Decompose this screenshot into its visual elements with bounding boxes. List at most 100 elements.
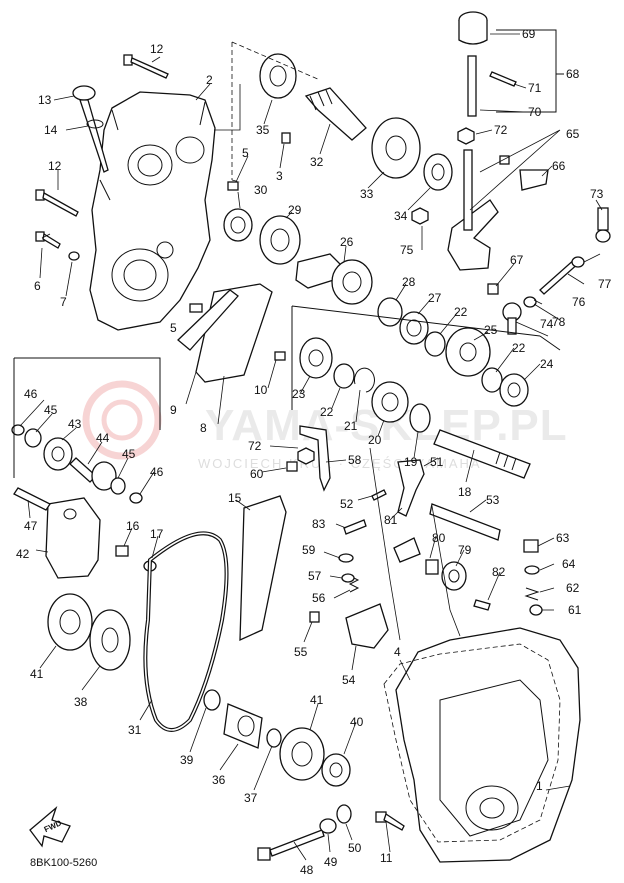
detent-54 — [345, 603, 389, 649]
label-44: 44 — [96, 431, 110, 445]
label-4: 4 — [394, 645, 401, 659]
forward-arrow-icon: FWD — [29, 806, 71, 848]
label-30: 30 — [254, 183, 268, 197]
label-58: 58 — [348, 453, 362, 467]
label-12-left: 12 — [48, 159, 62, 173]
label-17: 17 — [150, 527, 164, 541]
label-20: 20 — [368, 433, 382, 447]
spring-56 — [348, 575, 360, 593]
shaft-47 — [13, 487, 51, 511]
label-27: 27 — [428, 291, 442, 305]
washer-59 — [338, 553, 354, 563]
label-65: 65 — [566, 127, 580, 141]
chain-guide-15 — [239, 495, 287, 642]
label-24: 24 — [540, 357, 554, 371]
label-22-mid: 22 — [320, 405, 334, 419]
bearing-41-left — [47, 593, 93, 651]
label-19: 19 — [404, 455, 418, 469]
ring-37 — [266, 728, 282, 748]
dowel-5-upper — [227, 181, 239, 191]
bolt-55 — [309, 611, 320, 623]
label-62: 62 — [566, 581, 580, 595]
label-46-right: 46 — [150, 465, 164, 479]
label-45-left: 45 — [44, 403, 58, 417]
bolt-16 — [115, 545, 129, 557]
crankcase-right-1 — [395, 627, 581, 863]
washer-50 — [336, 804, 352, 824]
gasket-9 — [177, 289, 239, 351]
label-78: 78 — [552, 315, 566, 329]
label-66: 66 — [552, 159, 566, 173]
circlip-21 — [354, 367, 375, 393]
bearing-43-right — [91, 461, 117, 491]
label-46-left: 46 — [24, 387, 38, 401]
label-63: 63 — [556, 531, 570, 545]
seal-30 — [223, 208, 253, 242]
label-6: 6 — [34, 279, 41, 293]
sprocket-38 — [89, 609, 131, 671]
clip-46-right — [129, 492, 143, 504]
washer-7 — [68, 251, 80, 261]
nut-72-top — [457, 127, 475, 145]
label-41-left: 41 — [30, 667, 44, 681]
label-37: 37 — [244, 791, 258, 805]
bushing-27 — [399, 311, 429, 345]
pin-80 — [425, 559, 439, 575]
label-80: 80 — [432, 531, 446, 545]
label-73: 73 — [590, 187, 604, 201]
label-9: 9 — [170, 403, 177, 417]
washer-57 — [341, 573, 355, 583]
shift-fork-51 — [397, 459, 425, 517]
label-51: 51 — [430, 455, 444, 469]
label-57: 57 — [308, 569, 322, 583]
label-56: 56 — [312, 591, 326, 605]
label-28: 28 — [402, 275, 416, 289]
ball-61 — [529, 604, 543, 616]
label-38: 38 — [74, 695, 88, 709]
label-83: 83 — [312, 517, 326, 531]
o-ring-14 — [86, 119, 104, 129]
label-10: 10 — [254, 383, 268, 397]
bolt-6 — [35, 231, 61, 249]
bolt-65a — [499, 155, 510, 165]
label-32: 32 — [310, 155, 324, 169]
gear-33 — [371, 117, 421, 179]
label-7: 7 — [60, 295, 67, 309]
bolt-48 — [257, 829, 325, 861]
spring-62 — [524, 587, 540, 601]
label-39: 39 — [180, 753, 194, 767]
pin-52 — [371, 489, 387, 501]
label-33: 33 — [360, 187, 374, 201]
gasket-4 — [383, 643, 561, 843]
shift-lever-assembly-65 — [447, 149, 499, 271]
label-29: 29 — [288, 203, 302, 217]
label-5-lower: 5 — [170, 321, 177, 335]
shift-arm-81 — [393, 537, 421, 563]
bearing-41-right — [279, 727, 325, 781]
bearing-24 — [499, 373, 529, 407]
label-13: 13 — [38, 93, 52, 107]
leader-lines — [19, 33, 603, 861]
gear-25 — [445, 327, 491, 377]
washer-22-right — [481, 367, 503, 393]
label-82: 82 — [492, 565, 506, 579]
label-75: 75 — [400, 243, 414, 257]
bearing-28 — [377, 297, 403, 327]
label-77: 77 — [598, 277, 612, 291]
bolt-11 — [375, 811, 405, 831]
label-36: 36 — [212, 773, 226, 787]
part-number-labels: 1 2 3 4 5 5 6 7 8 9 10 11 12 12 13 14 15… — [16, 27, 612, 877]
label-50: 50 — [348, 841, 362, 855]
bolt-82 — [473, 599, 491, 611]
diagram-code: 8BK100-5260 — [30, 857, 97, 869]
label-70: 70 — [528, 105, 542, 119]
washer-45-left — [24, 428, 42, 448]
label-64: 64 — [562, 557, 576, 571]
label-60: 60 — [250, 467, 264, 481]
bolt-12-top — [123, 54, 169, 79]
label-54: 54 — [342, 673, 356, 687]
washer-22-top — [424, 331, 446, 357]
knob-69 — [458, 11, 488, 45]
label-59: 59 — [302, 543, 316, 557]
